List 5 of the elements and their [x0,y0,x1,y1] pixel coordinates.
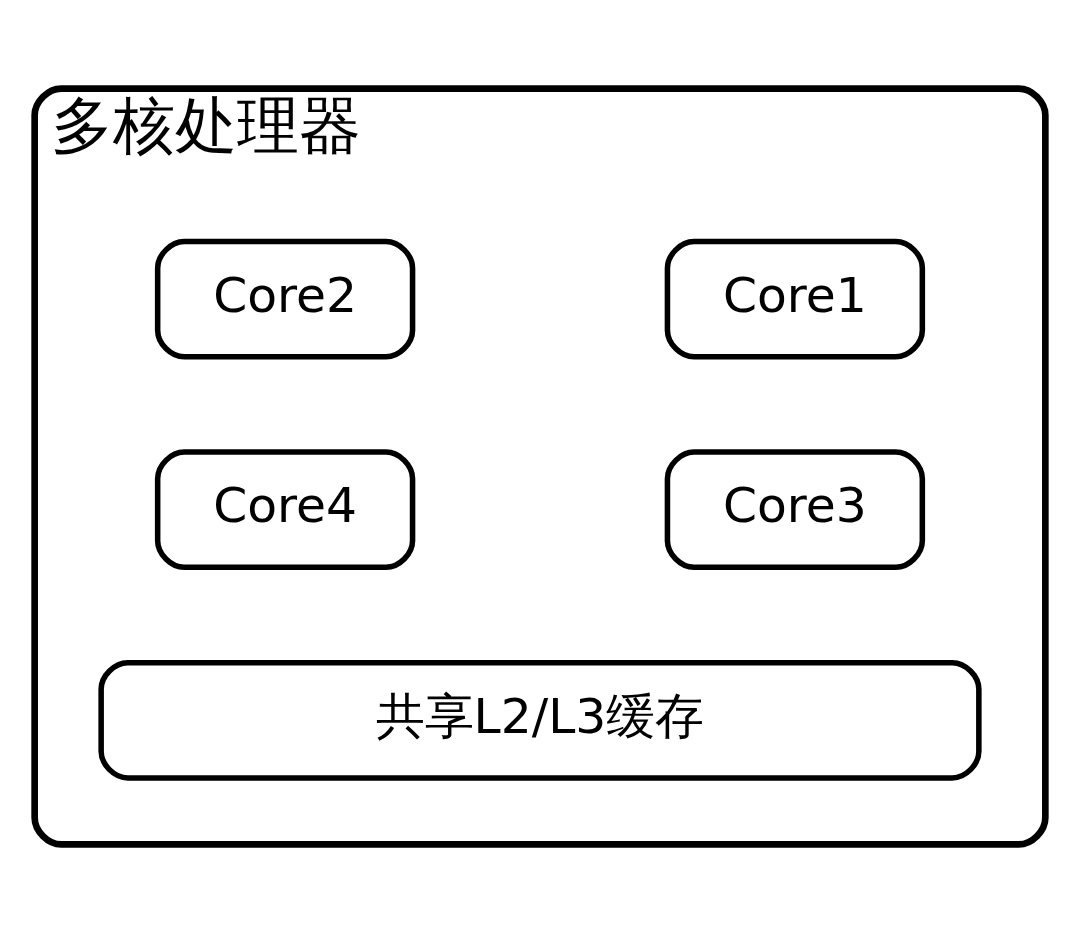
node-box: Core4 [154,449,416,571]
node-box: Core1 [664,238,926,360]
node-box: Core3 [664,449,926,571]
node-box: Core2 [154,238,416,360]
node-box: 共享L2/L3缓存 [98,659,982,781]
